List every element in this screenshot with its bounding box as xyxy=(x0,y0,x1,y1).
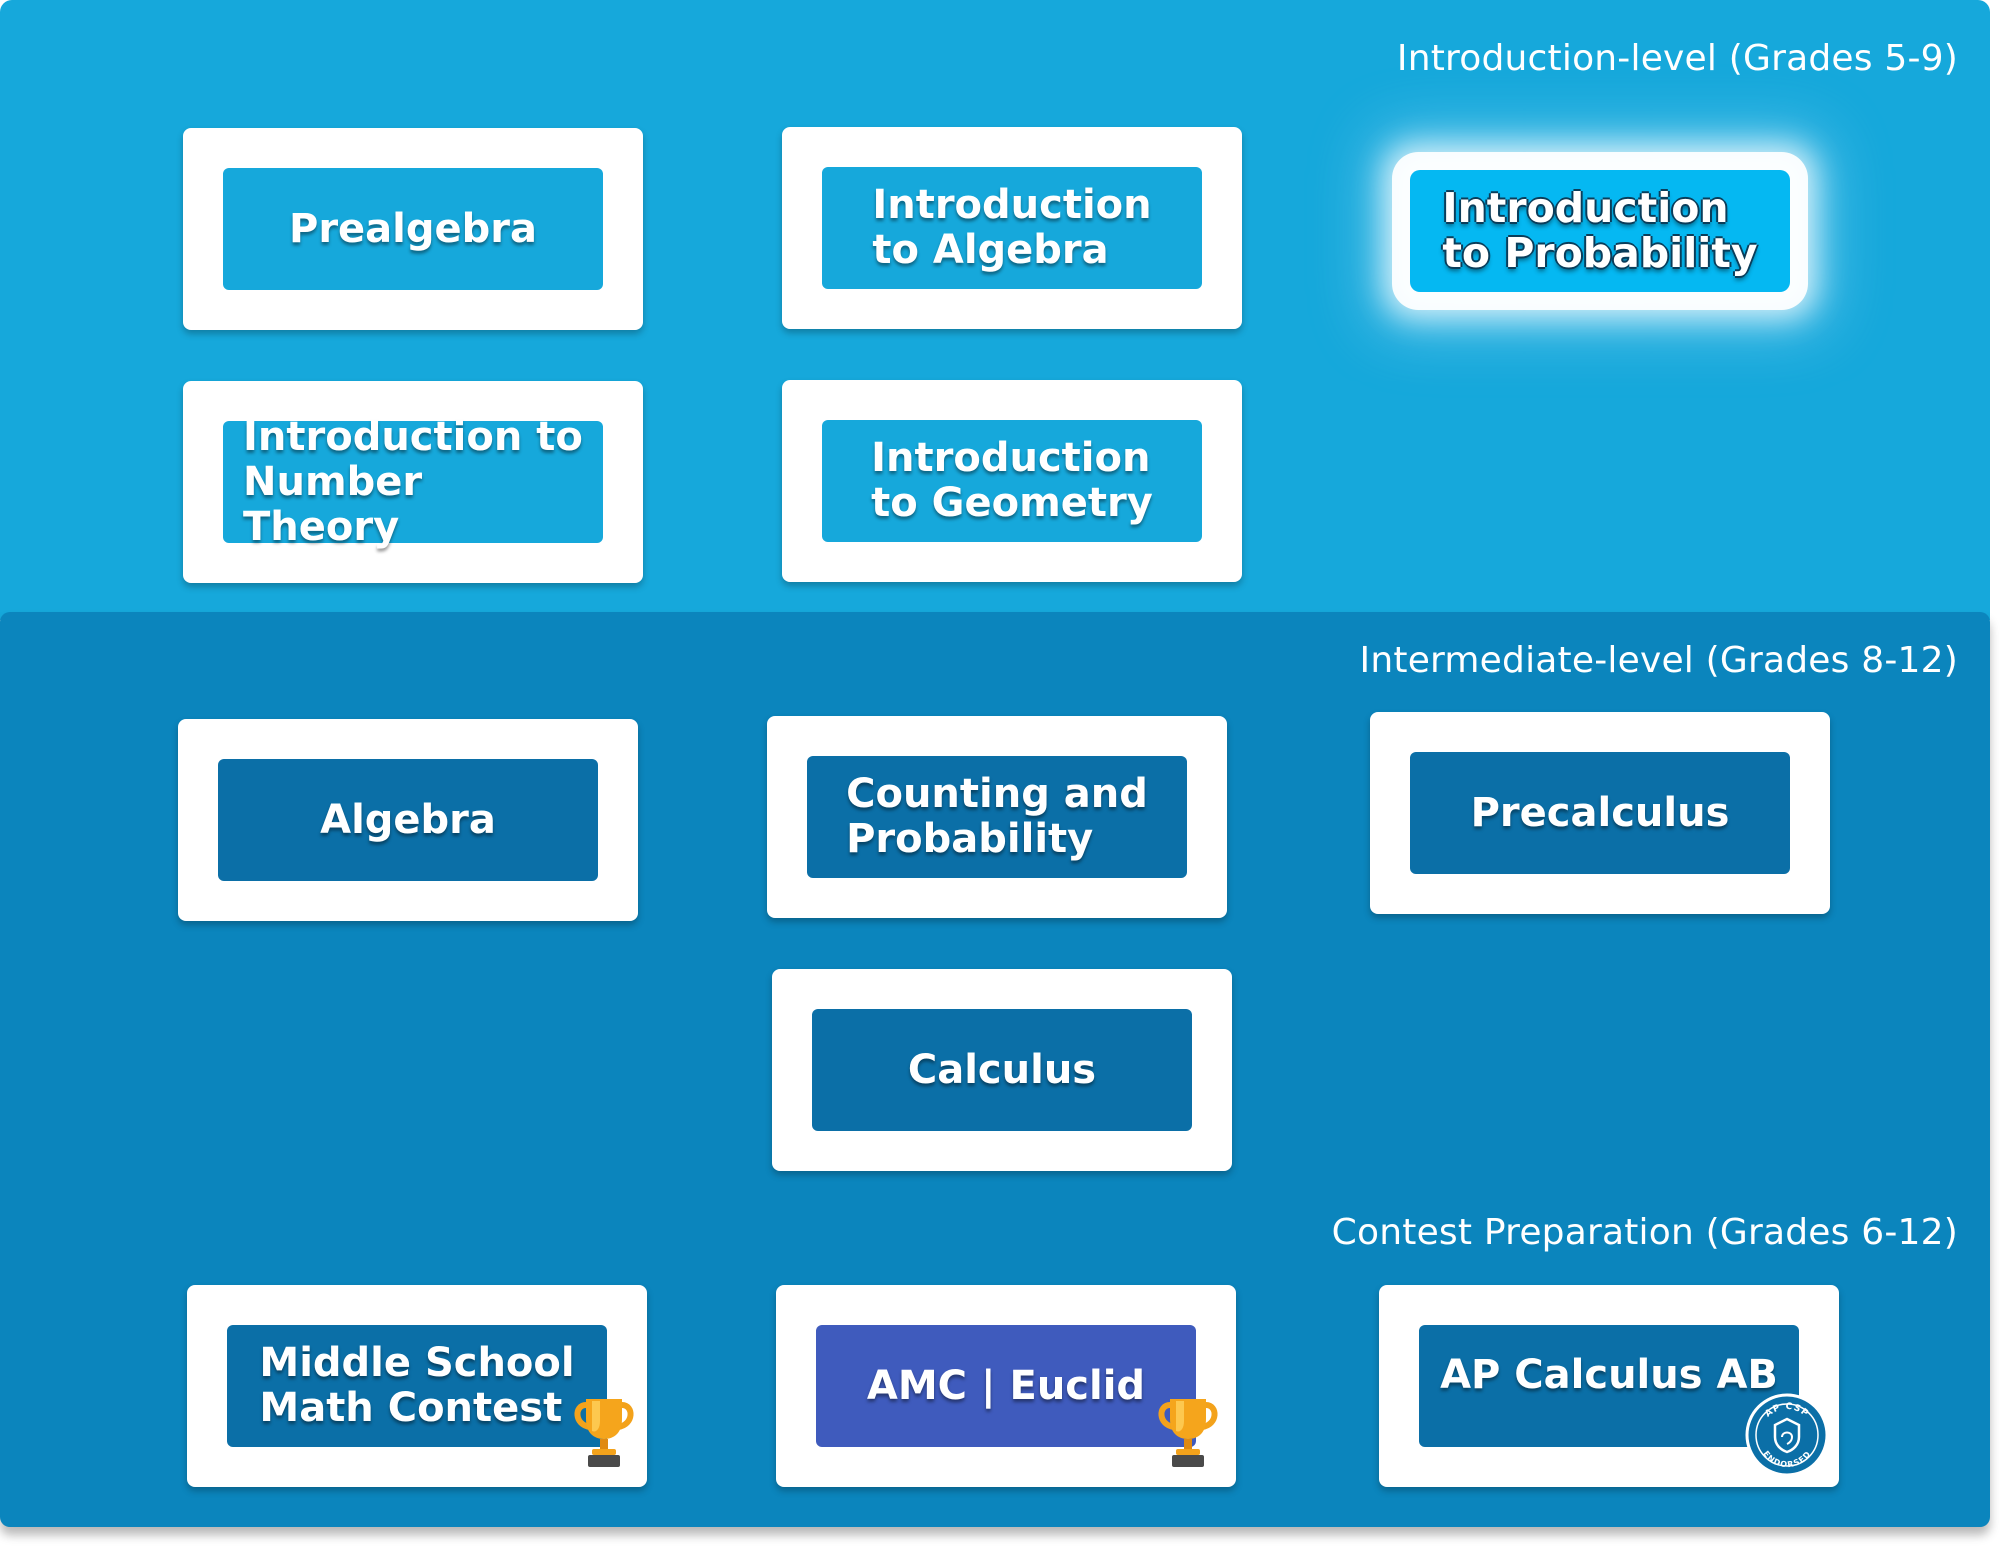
intro-level-title: Introduction-level (Grades 5-9) xyxy=(1396,38,1958,79)
course-button-counting-and-probability[interactable]: Counting and Probability xyxy=(807,756,1187,878)
course-card-prealgebra[interactable]: Prealgebra xyxy=(183,128,643,330)
trophy-icon xyxy=(1158,1399,1218,1467)
course-button-precalculus[interactable]: Precalculus xyxy=(1410,752,1790,874)
course-button-middle-school-math-contest[interactable]: Middle School Math Contest xyxy=(227,1325,607,1447)
course-button-introduction-to-probability[interactable]: Introduction to Probability xyxy=(1410,170,1790,292)
course-card-introduction-to-probability[interactable]: Introduction to Probability xyxy=(1370,130,1830,332)
course-card-introduction-to-algebra[interactable]: Introduction to Algebra xyxy=(782,127,1242,329)
course-label: AP Calculus AB xyxy=(1440,1352,1778,1398)
course-label: Middle School Math Contest xyxy=(259,1340,575,1431)
course-button-ap-calculus-ab[interactable]: AP Calculus AB xyxy=(1419,1325,1799,1447)
course-card-introduction-to-number-theory[interactable]: Introduction to Number Theory xyxy=(183,381,643,583)
course-button-introduction-to-number-theory[interactable]: Introduction to Number Theory xyxy=(223,414,603,549)
course-button-amc-euclid[interactable]: AMC | Euclid xyxy=(816,1325,1196,1447)
course-button-algebra[interactable]: Algebra xyxy=(218,759,598,881)
course-card-introduction-to-geometry[interactable]: Introduction to Geometry xyxy=(782,380,1242,582)
course-label: Precalculus xyxy=(1470,789,1730,836)
course-card-amc-euclid[interactable]: AMC | Euclid xyxy=(776,1285,1236,1487)
intermediate-level-title: Intermediate-level (Grades 8-12) xyxy=(1359,640,1958,681)
course-button-introduction-to-algebra[interactable]: Introduction to Algebra xyxy=(822,167,1202,289)
course-label: Introduction to Probability xyxy=(1442,184,1758,277)
course-card-counting-and-probability[interactable]: Counting and Probability xyxy=(767,716,1227,918)
course-label: Prealgebra xyxy=(289,205,537,252)
course-label: Introduction to Geometry xyxy=(871,435,1153,526)
trophy-icon xyxy=(574,1399,634,1467)
course-label: Algebra xyxy=(320,796,496,843)
course-button-calculus[interactable]: Calculus xyxy=(812,1009,1192,1131)
course-label: Introduction to Number Theory xyxy=(243,413,583,550)
contest-preparation-title: Contest Preparation (Grades 6-12) xyxy=(1331,1212,1958,1253)
course-label: Calculus xyxy=(907,1046,1097,1093)
course-label: Counting and Probability xyxy=(846,771,1148,862)
ap-csp-endorsed-badge-icon: AP CSP ENDORSED xyxy=(1745,1393,1829,1477)
course-card-middle-school-math-contest[interactable]: Middle School Math Contest xyxy=(187,1285,647,1487)
course-label: AMC | Euclid xyxy=(866,1362,1146,1409)
course-card-calculus[interactable]: Calculus xyxy=(772,969,1232,1171)
course-label: Introduction to Algebra xyxy=(872,182,1152,273)
course-button-introduction-to-geometry[interactable]: Introduction to Geometry xyxy=(822,420,1202,542)
course-card-algebra[interactable]: Algebra xyxy=(178,719,638,921)
course-button-prealgebra[interactable]: Prealgebra xyxy=(223,168,603,290)
course-card-ap-calculus-ab[interactable]: AP Calculus AB AP CSP ENDORSED xyxy=(1379,1285,1839,1487)
course-card-precalculus[interactable]: Precalculus xyxy=(1370,712,1830,914)
